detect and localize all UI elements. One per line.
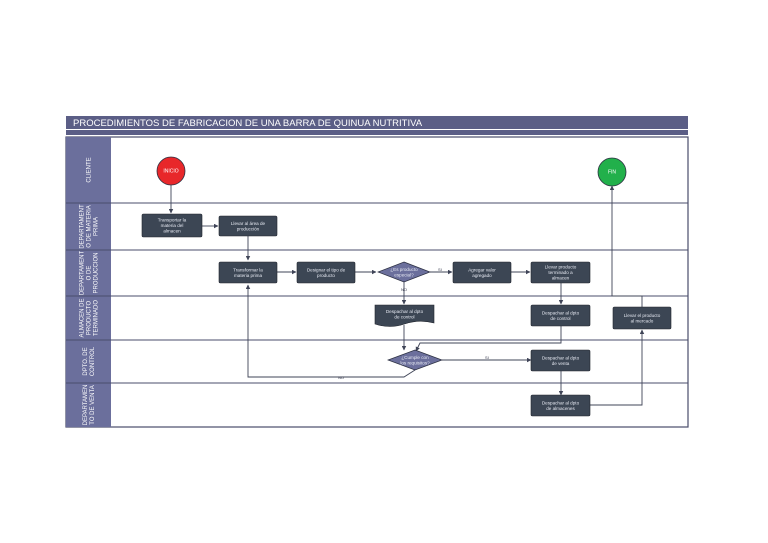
- node-label: Despachar al dpto: [386, 309, 424, 314]
- diagram-title: PROCEDIMIENTOS DE FABRICACION DE UNA BAR…: [73, 118, 423, 129]
- lane-header-column: [66, 137, 111, 427]
- node-fin: FIN: [597, 157, 627, 187]
- node-label: Despachar al dpto: [542, 310, 580, 315]
- lane-label-line: DEPARTAMENT: [79, 250, 85, 295]
- lane-label-line: DPTO. DE: [83, 347, 89, 375]
- process-box: [530, 349, 591, 372]
- decision-diamond: [377, 261, 431, 283]
- node-label: de control: [550, 316, 570, 321]
- process-box: [612, 306, 672, 330]
- lane-label-line: CONTROL: [90, 346, 96, 376]
- node-label: de control: [394, 314, 414, 319]
- lane-label-line: ALMACEN DE: [79, 298, 85, 337]
- process-box: [452, 261, 512, 284]
- node-label: Llevar el producto: [624, 313, 661, 318]
- node-label: FIN: [608, 170, 616, 176]
- process-box: [296, 261, 356, 284]
- node-label: materia del: [161, 223, 184, 228]
- process-box: [218, 215, 278, 237]
- start-terminator: [156, 156, 186, 186]
- lane-label-line: TO DE VENTA: [90, 385, 96, 424]
- edge-n8-d2: [415, 326, 562, 352]
- node-label: Transportar la: [158, 218, 187, 223]
- lane-label-line: O DE: [87, 266, 93, 281]
- lane-label-line: PRODUCTO: [87, 301, 93, 336]
- node-label: Transformar la: [233, 267, 263, 272]
- edge-label-no-d2: NO: [338, 375, 344, 380]
- edge-n11-n9: [590, 329, 645, 406]
- node-label: ¿Es producto: [390, 267, 418, 272]
- node-label: al mercado: [631, 318, 654, 323]
- lane-label-line: DEPARTAMENT: [79, 204, 85, 249]
- edge-label-no-d1: NO: [401, 287, 407, 292]
- lane-label-line: PRODUCCION: [94, 252, 100, 293]
- lane-label-line: PRIMA: [94, 217, 100, 236]
- edge-label-si-d1: SI: [438, 267, 442, 272]
- node-label: especial?: [394, 272, 414, 277]
- document-shape: [374, 304, 435, 327]
- node-label: materia prima: [234, 273, 263, 278]
- node-label: de almacenes: [546, 406, 575, 411]
- lane-label-line: TERMINADO: [94, 300, 100, 336]
- node-label: ¿Cumple con: [401, 355, 429, 360]
- end-terminator: [597, 157, 627, 187]
- process-box: [141, 213, 203, 238]
- node-label: almacen: [552, 276, 570, 281]
- node-label: de venta: [552, 361, 570, 366]
- swimlane-frame: [65, 136, 689, 428]
- node-label: producto: [317, 273, 335, 278]
- node-label: terminado a: [548, 270, 573, 275]
- node-label: Despachar al dpto: [542, 355, 580, 360]
- node-inicio: INICIO: [156, 156, 186, 186]
- node-label: Agregar valor: [468, 267, 496, 272]
- node-label: agregado: [472, 273, 492, 278]
- lane-label-cliente: CLIENTE: [87, 157, 93, 182]
- process-box: [530, 394, 591, 417]
- edge-label-si-d2: SI: [485, 355, 489, 360]
- lane-label-line: DEPARTAMEN: [83, 385, 89, 426]
- edge-n9-fin: [609, 185, 643, 307]
- node-label: Designar el tipo de: [307, 267, 346, 272]
- lane-label-line: CLIENTE: [87, 157, 93, 182]
- node-label: producción: [237, 226, 260, 231]
- node-label: los requisitos?: [400, 360, 430, 365]
- title-bar: [66, 116, 688, 129]
- node-label: almacen: [163, 229, 181, 234]
- title-bar-underline: [66, 130, 688, 135]
- node-label: Llevar producto: [545, 265, 577, 270]
- node-label: Llevar al área de: [231, 221, 266, 226]
- decision-diamond: [386, 349, 444, 371]
- node-label: INICIO: [163, 169, 178, 175]
- edge-d2-n3-no: [245, 284, 416, 378]
- process-box: [218, 261, 278, 284]
- process-box: [530, 304, 591, 327]
- lane-label-line: O DE MATERIA: [87, 205, 93, 248]
- process-box: [530, 261, 591, 284]
- node-label: Despachar al dpto: [542, 400, 580, 405]
